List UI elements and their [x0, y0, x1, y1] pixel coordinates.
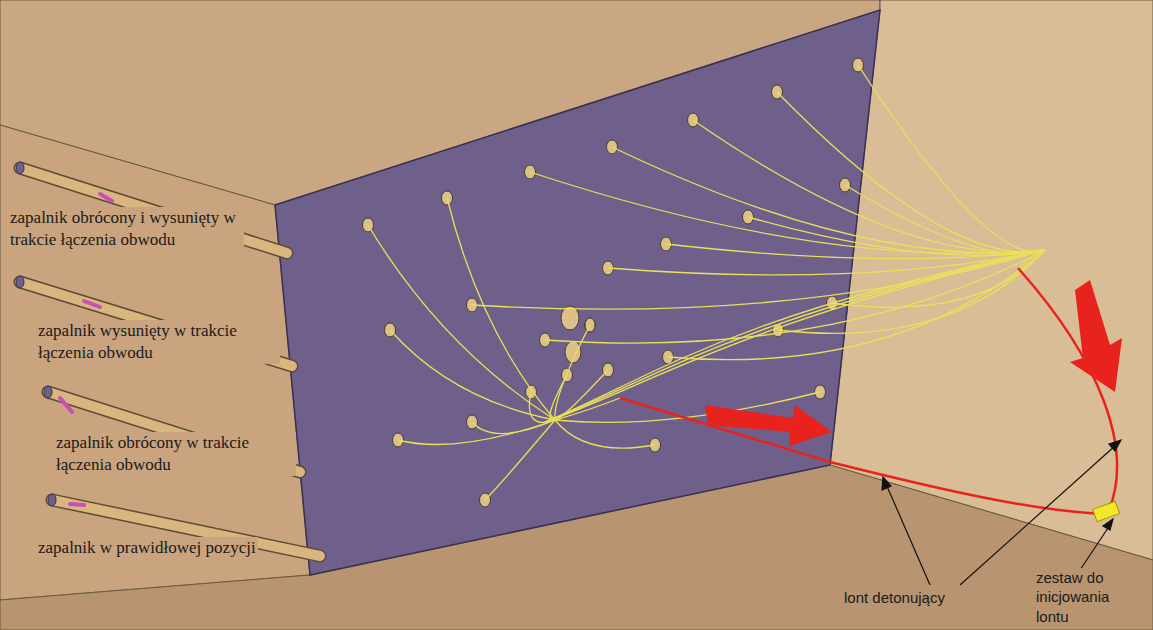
- detonator: [60, 398, 72, 412]
- left-wall: [0, 125, 310, 600]
- detonating-cord: [1018, 268, 1117, 512]
- blast-holes: [363, 58, 864, 507]
- callout-label: zapalnik w prawidłowej pozycji: [36, 537, 258, 559]
- callout-label: lont detonujący: [842, 588, 947, 608]
- wire: [668, 250, 1045, 360]
- borehole-mouth: [16, 162, 24, 174]
- wire: [748, 217, 1045, 255]
- wire: [545, 250, 1045, 422]
- wire: [666, 244, 1045, 259]
- detonator: [84, 301, 100, 307]
- callout-label: zapalnik obrócony w trakcie łączenia obw…: [54, 432, 296, 476]
- detonator-wires: [368, 65, 1045, 500]
- wire: [472, 250, 1045, 309]
- wire: [545, 250, 1045, 422]
- callout-label: zapalnik wysunięty w trakcie łączenia ob…: [36, 320, 280, 364]
- borehole: [20, 282, 292, 366]
- wire: [555, 420, 655, 448]
- wire: [485, 420, 555, 500]
- wire: [845, 185, 1045, 254]
- borehole-mouth: [44, 386, 52, 398]
- wire: [858, 65, 1045, 252]
- callout-label: zapalnik obrócony i wysunięty w trakcie …: [8, 207, 244, 251]
- wire: [398, 420, 555, 445]
- red-arrow: [1070, 280, 1122, 392]
- right-wall: [830, 0, 1153, 560]
- initiation-kit: [1093, 501, 1120, 521]
- borehole-mouth: [48, 494, 56, 506]
- callout-label: zestaw do inicjowania lontu: [1034, 568, 1148, 627]
- detonator: [100, 194, 112, 201]
- leader-lines: [882, 440, 1121, 585]
- wire: [472, 420, 555, 434]
- wire: [390, 330, 555, 420]
- borehole-mouth: [16, 276, 24, 288]
- borehole: [20, 282, 292, 366]
- wire: [529, 392, 555, 422]
- wire: [693, 120, 1045, 252]
- wire: [777, 92, 1045, 252]
- wire: [555, 398, 620, 420]
- red-arrow: [705, 405, 832, 446]
- wire: [530, 172, 1045, 253]
- wire: [1018, 250, 1045, 268]
- tunnel-face: [275, 10, 880, 575]
- detonator: [70, 504, 84, 505]
- wire: [368, 225, 555, 420]
- wire: [778, 250, 1045, 333]
- detonating-cord: [620, 398, 1108, 514]
- wire: [447, 198, 555, 420]
- wire: [545, 250, 1045, 422]
- wire: [545, 250, 1045, 343]
- wire: [608, 250, 1045, 275]
